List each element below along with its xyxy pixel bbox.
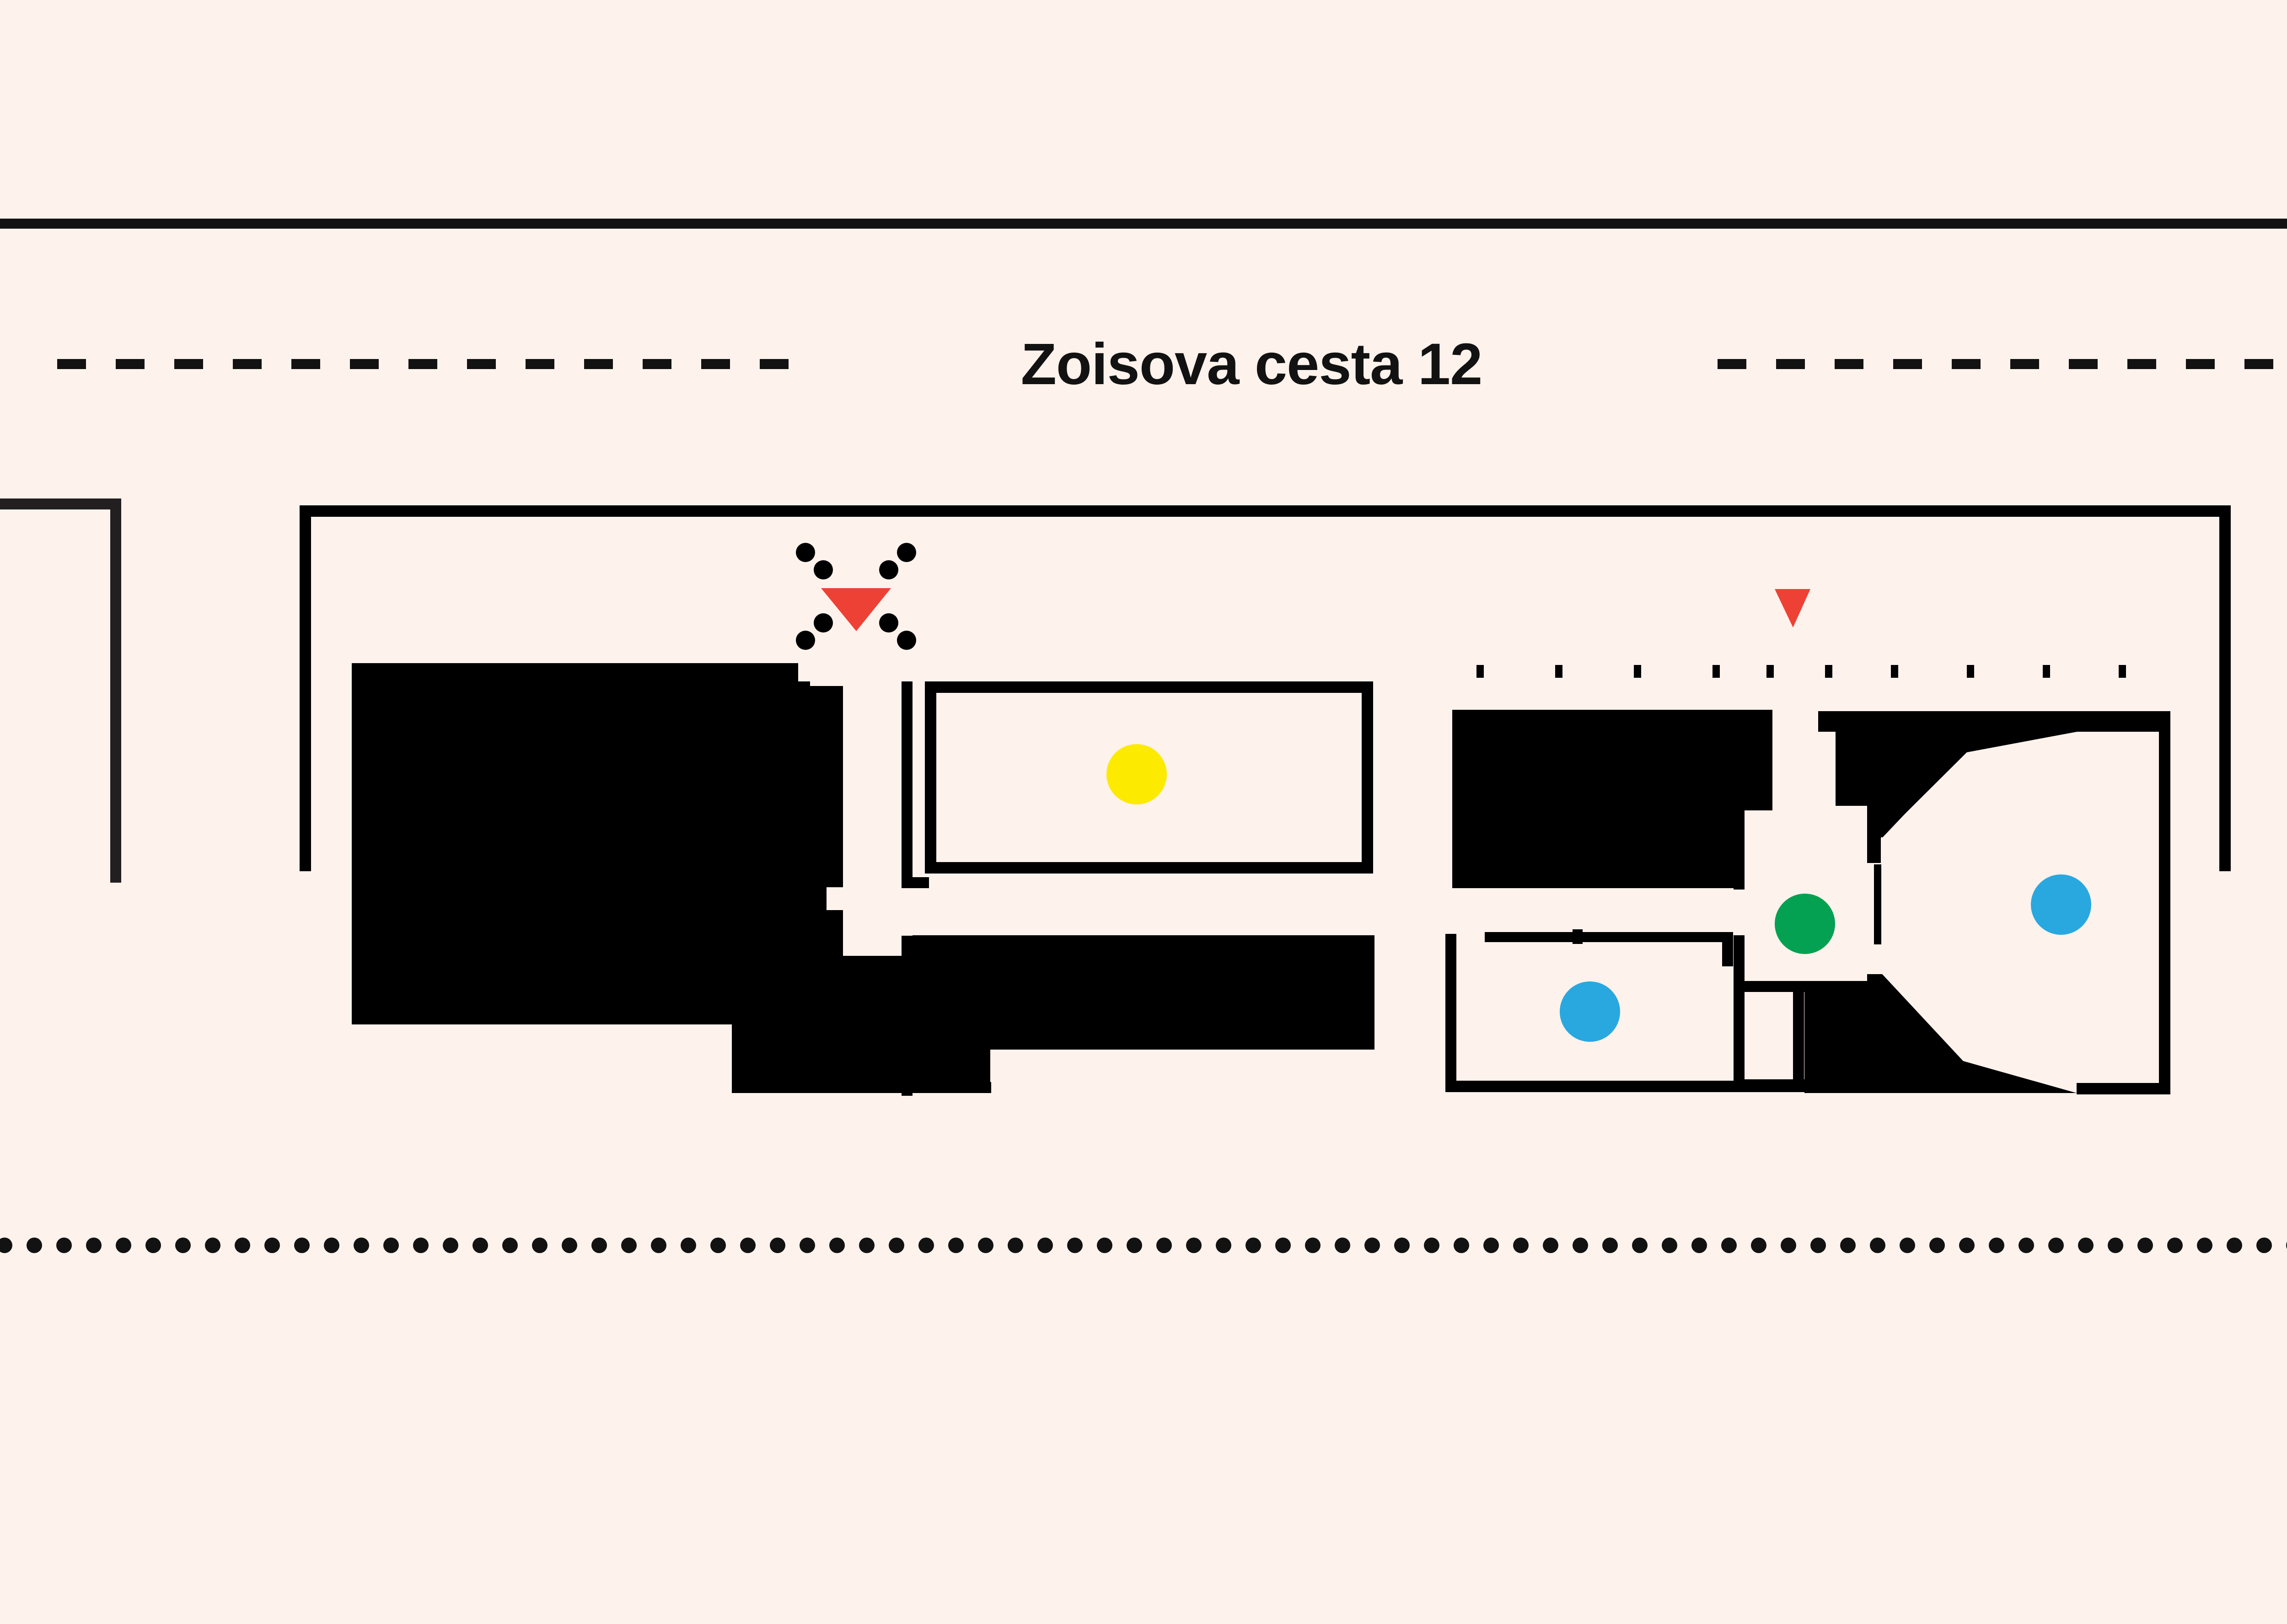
room-east-outline [2077,711,2170,1094]
wall-mass-left-southeast [913,935,1374,1050]
wall-mass-left-main [352,681,799,1024]
rear-boundary-dotted-line [0,1238,2287,1253]
room-marker-blue-east[interactable] [2031,874,2091,935]
room-marker-blue-southwest[interactable] [1560,981,1620,1042]
corridor-walls-left-inner [902,681,929,1096]
entrance-path-dashes-right [1476,665,2126,678]
street-name-label: Zoisova cesta 12 [1021,332,1482,397]
wall-base-right-south [1445,1081,1804,1092]
entrance-marker-triangle-left[interactable] [821,588,891,631]
neighbour-parcel-left-bracket [0,498,121,883]
building-left[interactable] [352,543,1374,1096]
building-right[interactable] [1445,589,2170,1094]
wall-mass-right-nw-fill [1452,710,1738,888]
room-marker-green[interactable] [1775,894,1835,954]
entrance-path-dots-left [796,543,916,650]
core-divider-wall-right [1874,864,1881,944]
room-marker-yellow[interactable] [1106,744,1167,804]
wall-mass-left-west [352,663,990,1093]
street-center-line-left [57,359,789,369]
wall-mass-right-nw-notch [1734,710,1772,810]
wall-mass-left-south-stub [732,1024,799,1093]
property-boundary-line [0,219,2287,229]
entrance-marker-triangle-right[interactable] [1775,589,1810,627]
wall-mass-right-south-block [1804,981,1875,1093]
room-yellow-outline [925,681,1373,874]
site-outline-frame [300,505,2231,871]
corridor-walls-left [799,681,991,1093]
wall-east-wedge-upper [1836,718,2077,838]
wall-east-wedge-lower [1836,974,2077,1093]
street-center-line-right [1718,359,2273,369]
